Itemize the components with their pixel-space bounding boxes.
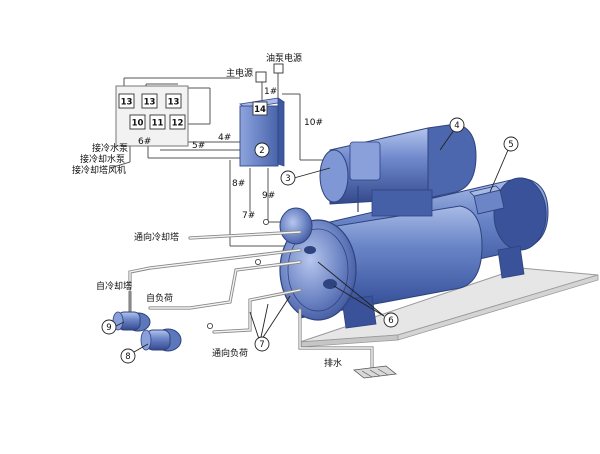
callout-9 (101, 319, 117, 335)
label-from-load: 自负荷 (146, 292, 173, 304)
wire-number-7: 7# (242, 211, 255, 221)
callout-6-label: 6 (388, 316, 393, 326)
panel-box-10 (129, 114, 146, 130)
callout-7 (254, 336, 270, 352)
wire-number-10: 10# (304, 118, 323, 128)
panel-box-12 (169, 114, 186, 130)
panel-box-14-label: 14 (254, 105, 266, 115)
label-cooling-pump: 接冷却水泵 (80, 153, 125, 165)
control-cabinet: 14 2 (238, 97, 286, 167)
panel-box-13a-label: 13 (121, 98, 133, 108)
callout-5-label: 5 (508, 140, 513, 150)
callout-5 (503, 136, 519, 152)
panel-box-13a (118, 93, 135, 109)
callout-6 (383, 312, 399, 328)
wire-numbers: 1# 10# 4# 5# 6# 8# 9# 7# (138, 87, 323, 221)
callout-8 (120, 348, 136, 364)
panel-box-13c-label: 13 (168, 98, 180, 108)
wire-number-5: 5# (192, 141, 205, 151)
wire-number-6: 6# (138, 137, 151, 147)
label-tower-fan: 接冷却塔风机 (72, 164, 126, 176)
callout-leaders (115, 129, 509, 353)
callout-8-label: 8 (125, 352, 130, 362)
wire-number-8: 8# (232, 179, 245, 189)
callout-3-label: 3 (285, 174, 290, 184)
drain-grate-icon (353, 365, 397, 379)
power-disconnects (255, 63, 284, 83)
chiller-unit (279, 123, 549, 329)
wire-number-1: 1# (264, 87, 277, 97)
panel-box-12-label: 12 (172, 119, 184, 129)
text-labels: 主电源 油泵电源 接冷水泵 接冷却水泵 接冷却塔风机 通向冷却塔 自冷却塔 自负… (72, 52, 342, 369)
label-oil-pump-power: 油泵电源 (266, 52, 302, 64)
callout-9-label: 9 (106, 323, 111, 333)
label-to-load: 通向负荷 (212, 347, 248, 359)
label-chilled-pump: 接冷水泵 (92, 142, 128, 154)
panel-box-14 (252, 101, 268, 116)
label-from-cooling-tower: 自冷却塔 (96, 280, 132, 292)
oil-pump-switch-icon (273, 63, 284, 74)
callout-7-label: 7 (259, 340, 264, 350)
callout-4-label: 4 (454, 121, 459, 131)
wire-number-9: 9# (262, 191, 275, 201)
label-main-power: 主电源 (226, 67, 253, 79)
main-power-switch-icon (255, 71, 267, 83)
label-drain: 排水 (324, 357, 342, 369)
panel-box-11-label: 11 (152, 119, 164, 129)
panel-box-13b (141, 93, 158, 109)
pump-control-panels: 13 13 13 10 11 12 (115, 85, 189, 147)
water-piping (128, 218, 374, 370)
wire-number-4: 4# (218, 133, 231, 143)
panel-box-10-label: 10 (132, 119, 144, 129)
panel-box-13c (165, 93, 182, 109)
callout-2-label: 2 (259, 146, 264, 156)
callout-3 (280, 170, 296, 186)
cooling-water-pump (112, 311, 151, 332)
callout-4 (449, 117, 465, 133)
label-to-cooling-tower: 通向冷却塔 (134, 231, 179, 243)
chilled-water-pump (140, 328, 182, 352)
callout-2 (254, 142, 270, 158)
panel-box-13b-label: 13 (144, 98, 156, 108)
callouts: 3 4 5 6 7 8 9 (101, 117, 519, 364)
panel-box-11 (149, 114, 166, 130)
